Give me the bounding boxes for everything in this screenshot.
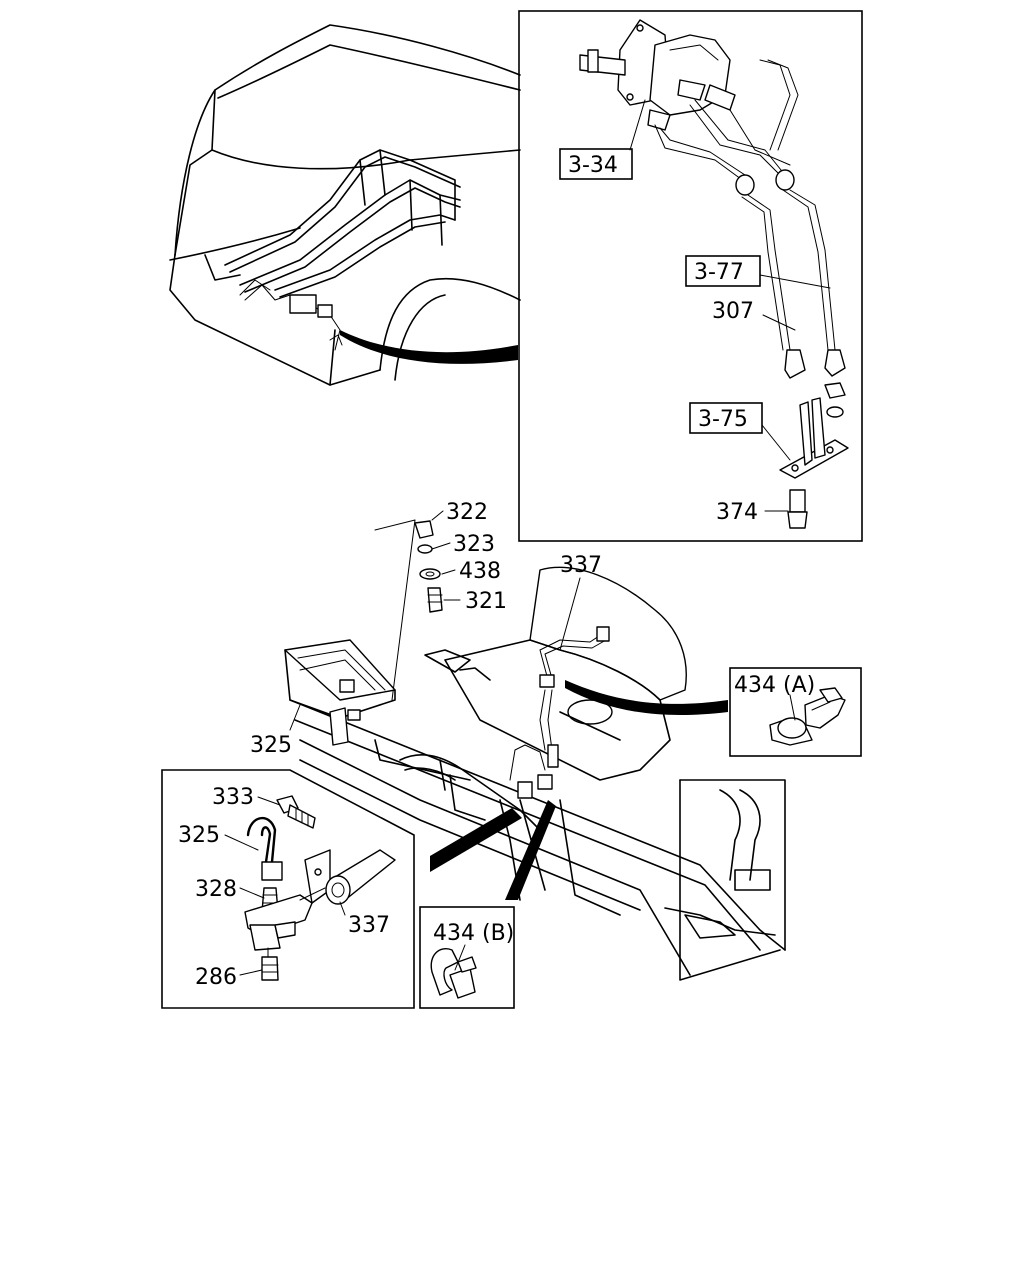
label-307: 307: [712, 299, 754, 324]
vehicle-cab-illustration: [169, 24, 521, 386]
label-328: 328: [195, 877, 237, 902]
label-337-detail: 337: [348, 913, 390, 938]
label-434a: 434 (A): [734, 673, 815, 698]
clip-434b-illustration: [430, 948, 477, 999]
leader-to-434b: [505, 800, 556, 900]
label-434b: 434 (B): [433, 921, 514, 946]
label-3-34: 3-34: [568, 153, 618, 178]
leader-to-detail-box: [430, 808, 522, 872]
label-286: 286: [195, 965, 237, 990]
brake-valve-assembly: [579, 19, 849, 529]
label-333: 333: [212, 785, 254, 810]
label-3-75: 3-75: [698, 407, 748, 432]
ref-box-3-34: [559, 148, 633, 180]
frame-and-reservoir-illustration: [284, 519, 786, 981]
clip-434a-illustration: [769, 687, 846, 746]
fitting-assembly-illustration: [244, 795, 396, 981]
detail-box-434a: [729, 667, 862, 757]
label-3-77: 3-77: [694, 260, 744, 285]
leader-to-434a: [565, 680, 728, 715]
label-321: 321: [465, 589, 507, 614]
ref-box-3-77: [685, 255, 761, 287]
label-374: 374: [716, 500, 758, 525]
detail-box-434b: [419, 906, 515, 1009]
leader-cab-to-detail: [340, 330, 518, 364]
label-323: 323: [453, 532, 495, 557]
ref-box-3-75: [689, 402, 763, 434]
detail-box-fitting: [161, 769, 415, 1009]
label-337-top: 337: [560, 553, 602, 578]
label-438: 438: [459, 559, 501, 584]
callout-leaders: [224, 99, 831, 976]
label-322: 322: [446, 500, 488, 525]
detail-box-brake-valve: [518, 10, 863, 542]
fastener-stack: [414, 520, 443, 613]
label-325-detail: 325: [178, 823, 220, 848]
label-325-main: 325: [250, 733, 292, 758]
